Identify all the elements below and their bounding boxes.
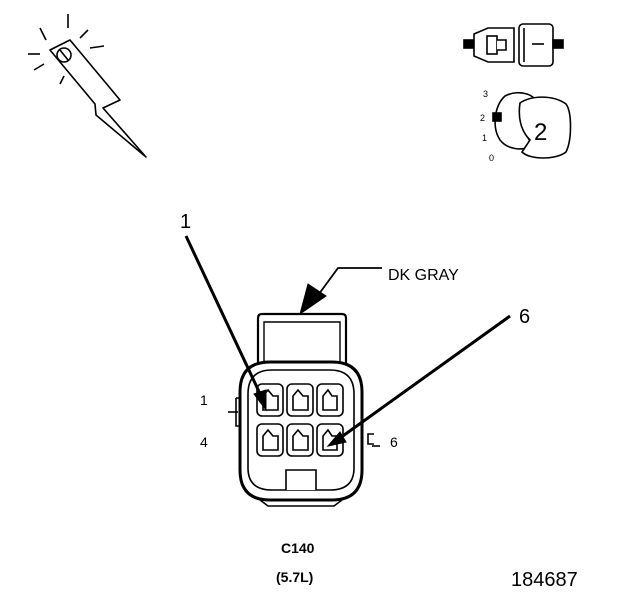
- lock-scale-3: 3: [483, 89, 488, 99]
- callout-number-6: 6: [519, 306, 531, 328]
- lock-scale-2: 2: [480, 113, 485, 123]
- engine-label: (5.7L): [276, 569, 314, 585]
- pin-label-1: 1: [200, 392, 208, 408]
- lock-scale-1: 1: [482, 133, 487, 143]
- cavity-3: [316, 383, 344, 417]
- figure-number: 184687: [511, 569, 578, 591]
- lock-position-icon: [492, 91, 572, 159]
- callout-number-1: 1: [180, 211, 192, 233]
- connector-pair-icon: [463, 23, 564, 67]
- callout-arrows: [184, 235, 511, 447]
- probe-tool-icon: [28, 14, 147, 158]
- cavity-4: [256, 423, 284, 457]
- color-label: DK GRAY: [388, 267, 459, 284]
- pin-label-4: 4: [200, 434, 208, 450]
- connector-id: C140: [281, 540, 315, 556]
- cavity-5: [286, 423, 314, 457]
- cavity-2: [286, 383, 314, 417]
- lock-scale-0: 0: [489, 153, 494, 163]
- lock-position-number: 2: [534, 119, 547, 146]
- pin-label-6: 6: [390, 434, 398, 450]
- terminal-cavities: [256, 383, 344, 457]
